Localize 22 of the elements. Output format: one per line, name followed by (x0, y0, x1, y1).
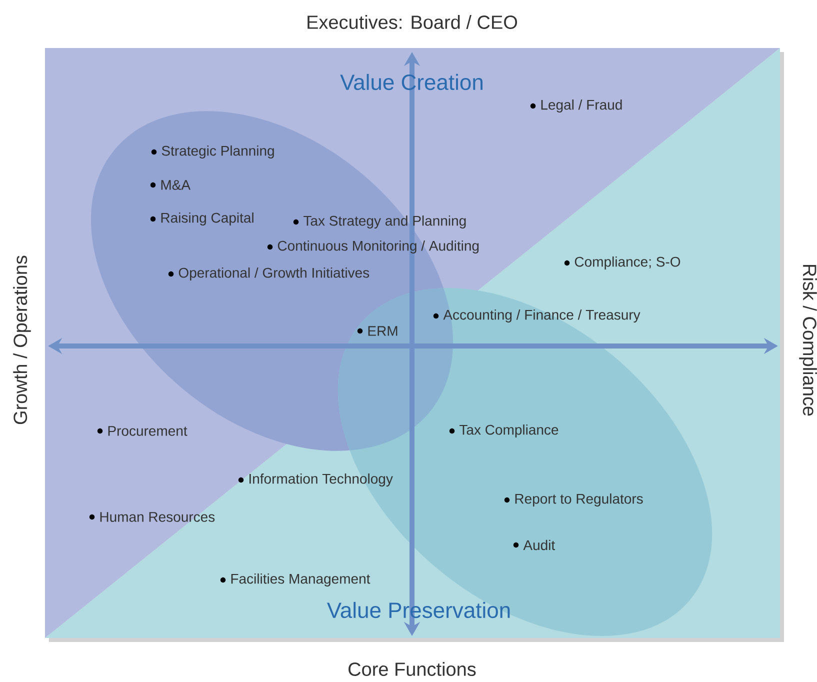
axis-label: Executives: Board / CEO (308, 15, 518, 29)
axis-label: Risk / Compliance (799, 265, 817, 416)
bullet-item: Legal / Fraud (541, 99, 622, 113)
bullet-item: Procurement (108, 426, 188, 436)
bullet-item: Report to Regulators (515, 493, 643, 507)
axis-label: Core Functions (348, 662, 476, 676)
bullet-item: Human Resources (100, 512, 215, 522)
bullet-item: M&A (161, 180, 191, 190)
bullet-item: Raising Capital (161, 212, 254, 226)
bullet-item: Information Technology (250, 473, 393, 487)
zone-title: Value Creation (340, 74, 482, 90)
bullet-item: Continuous Monitoring / Auditing (278, 240, 479, 254)
bullet-item: Facilities Management (231, 573, 370, 587)
bullet-item: Audit (523, 540, 555, 550)
bullet-item: Tax Strategy and Planning (304, 215, 466, 229)
bullet-item: Tax Compliance (460, 424, 558, 438)
bullet-item: ERM (368, 326, 398, 336)
bullet-item: Compliance; S-O (574, 256, 680, 270)
bullet-item: Accounting / Finance / Treasury (443, 309, 640, 323)
axis-label: Growth / Operations (13, 256, 31, 424)
bullet-item: Operational / Growth Initiatives (178, 267, 370, 281)
bullet-item: Strategic Planning (162, 145, 274, 159)
